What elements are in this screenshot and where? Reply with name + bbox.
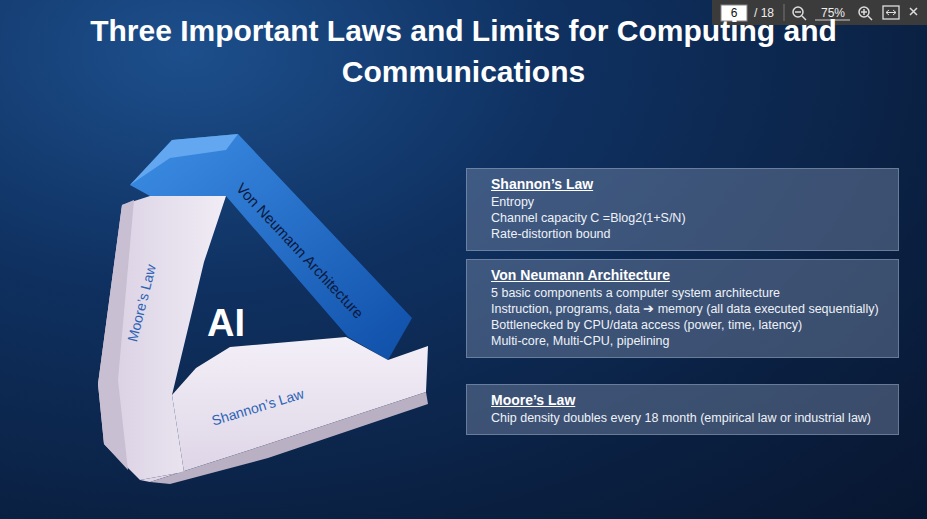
panel-text: Bottlenecked by CPU/data access (power, … xyxy=(491,317,888,333)
panel-heading: Moore’s Law xyxy=(491,391,888,409)
panel-text: Multi-core, Multi-CPU, pipelining xyxy=(491,333,888,349)
close-icon xyxy=(910,8,917,15)
panel-text: Entropy xyxy=(491,194,888,210)
panel-heading: Shannon’s Law xyxy=(491,175,888,193)
band-face xyxy=(130,134,238,185)
panel-text: Instruction, programs, data ➔ memory (al… xyxy=(491,301,888,317)
zoom-in-icon xyxy=(863,9,865,15)
fit-icon xyxy=(886,10,896,15)
von-neumann-panel: Von Neumann Architecture5 basic componen… xyxy=(466,259,899,358)
fit-icon xyxy=(883,6,899,19)
shannon-panel: Shannon’s LawEntropyChannel capacity C =… xyxy=(466,168,899,251)
panel-text: Rate-distortion bound xyxy=(491,226,888,242)
band-shape xyxy=(135,330,435,485)
moore-panel: Moore’s LawChip density doubles every 18… xyxy=(466,384,899,435)
page-count: / 18 xyxy=(754,5,774,21)
panel-text: 5 basic components a computer system arc… xyxy=(491,285,888,301)
page-number: 6 xyxy=(726,5,742,21)
panel-text: Chip density doubles every 18 month (emp… xyxy=(491,410,888,426)
shannon-band: Shannon’s Law xyxy=(135,330,435,485)
zoom-level: 75% xyxy=(821,5,845,21)
center-label: AI xyxy=(207,301,245,345)
zoom-in-icon xyxy=(868,16,872,20)
panel-heading: Von Neumann Architecture xyxy=(491,266,888,284)
zoom-out-icon xyxy=(795,11,801,13)
zoom-in-icon xyxy=(859,7,869,17)
slide-title: Three Important Laws and Limits for Comp… xyxy=(60,10,867,92)
panel-text: Channel capacity C =Blog2(1+S/N) xyxy=(491,210,888,226)
